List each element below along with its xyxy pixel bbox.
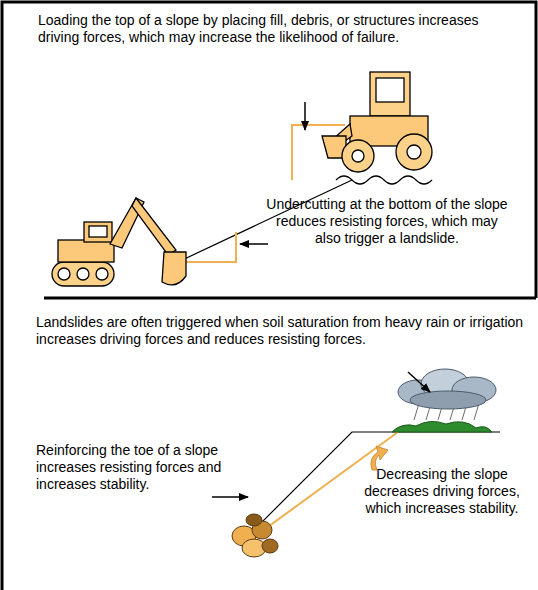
undercut-note: Undercutting at the bottom of the slope … — [262, 196, 512, 247]
undercut-outline — [178, 232, 236, 262]
undercut-arrow — [240, 243, 268, 245]
loader-cab — [370, 72, 410, 116]
grass — [392, 421, 492, 432]
excavator-bucket — [162, 252, 186, 285]
excavator — [52, 198, 186, 286]
wheel-hub — [407, 145, 421, 159]
rock — [246, 514, 262, 526]
excavator-cab — [84, 222, 112, 242]
reinforce-arrow — [212, 496, 248, 498]
loader — [322, 72, 432, 184]
loader-wheel — [396, 134, 432, 170]
toe-rocks — [232, 514, 278, 557]
track-wheel — [77, 268, 89, 280]
cab-window — [89, 226, 107, 237]
track-wheel — [58, 268, 70, 280]
decrease-note: Decreasing the slope decreases driving f… — [352, 466, 532, 517]
reinforce-note: Reinforcing the toe of a slope increases… — [36, 442, 226, 493]
fill-outline — [292, 125, 345, 180]
wheel-hub — [352, 150, 364, 162]
cloud-puff — [410, 391, 486, 409]
rain-arrow — [408, 372, 430, 392]
track-wheel — [96, 268, 108, 280]
panel-divider — [44, 297, 536, 300]
fill-pile — [336, 176, 432, 184]
load-arrow — [304, 102, 306, 130]
rain-cloud — [398, 369, 496, 409]
cab-window — [376, 78, 404, 102]
rock — [262, 539, 278, 553]
description-note: Loading the top of a slope by placing fi… — [38, 12, 508, 46]
loader-wheel — [342, 140, 374, 172]
excavator-track — [52, 262, 114, 286]
excavator-body — [58, 240, 114, 262]
excavator-arm — [132, 198, 176, 255]
saturation-note: Landslides are often triggered when soil… — [36, 314, 526, 348]
